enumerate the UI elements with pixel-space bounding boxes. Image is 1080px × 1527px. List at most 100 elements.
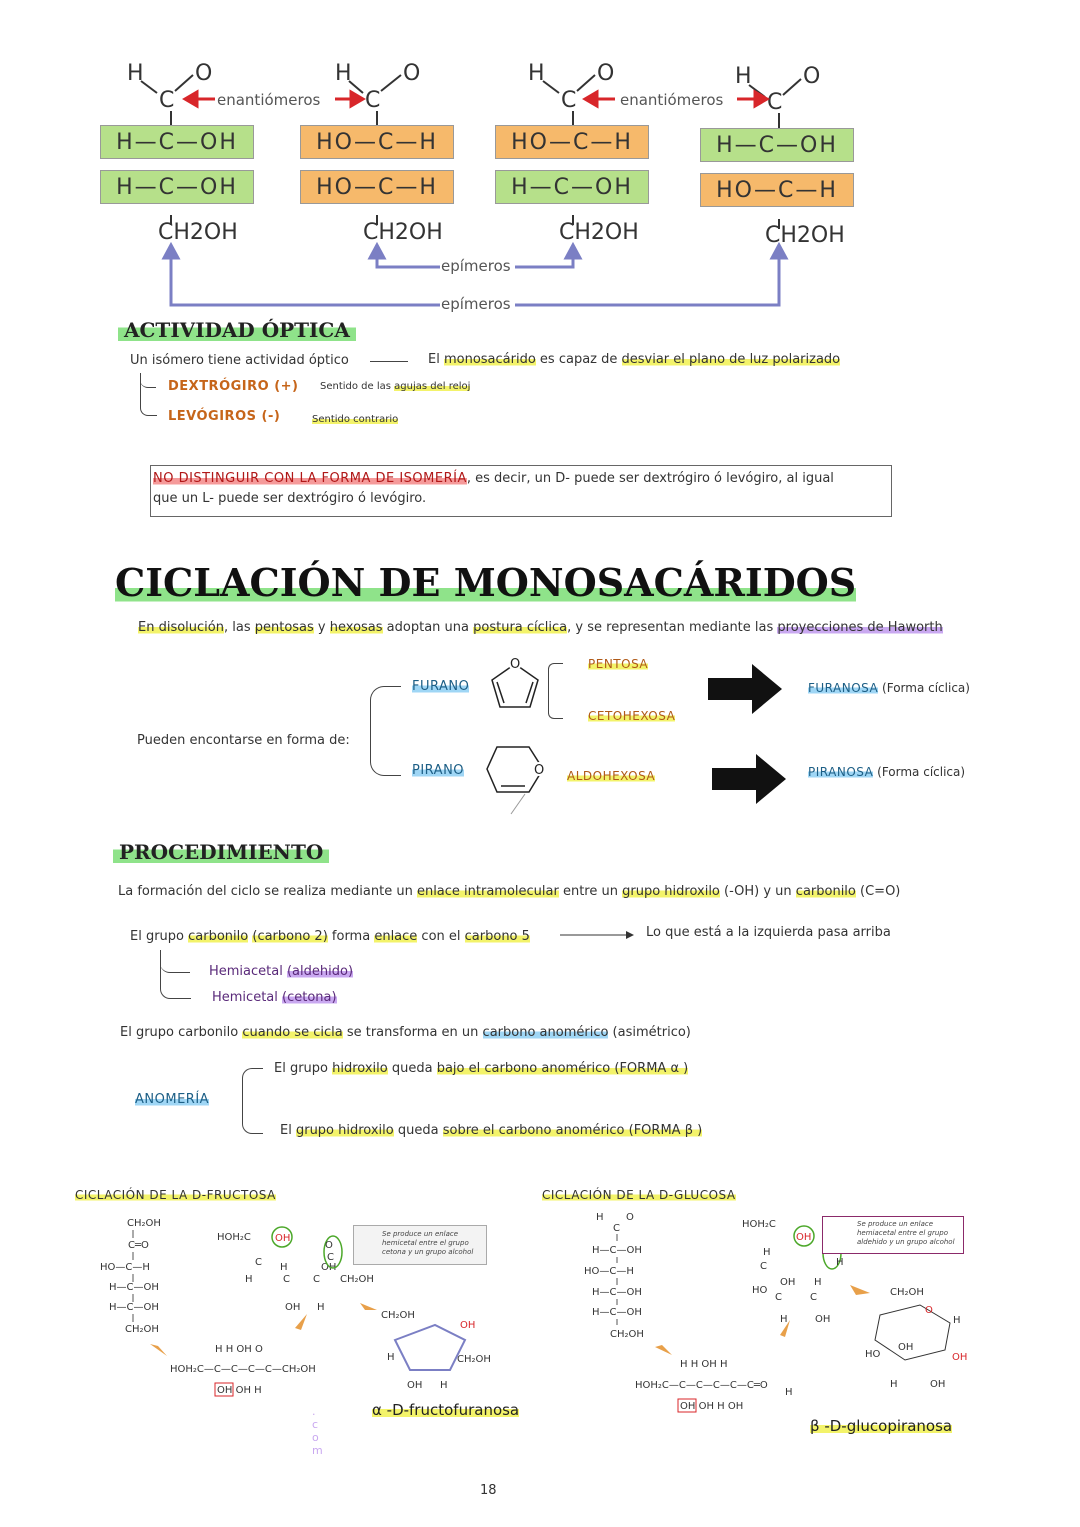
piranosa-result: PIRANOSA (Forma cíclica) [808,765,965,779]
highlight: postura cíclica [473,620,568,635]
svg-text:O: O [803,64,820,89]
svg-text:H: H [440,1380,448,1391]
bracket-line [242,1068,263,1134]
text-fragment: es capaz de [535,352,622,367]
svg-text:O: O [325,1240,333,1251]
svg-text:O: O [403,61,420,86]
section-heading-procedimiento: PROCEDIMIENTO [113,840,330,864]
svg-text:H: H [528,61,545,86]
svg-text:H—C—OH: H—C—OH [592,1307,642,1318]
arrow-right-icon [708,664,782,714]
highlight: proyecciones de Haworth [777,620,943,635]
svg-text:H: H [735,64,752,89]
text-fragment: con el [417,929,465,944]
highlight: PIRANOSA [808,765,874,779]
bracket-line [548,663,563,719]
text-fragment: El grupo carbonilo [120,1025,243,1040]
svg-text:CH₂OH: CH₂OH [127,1218,161,1229]
svg-text:OH: OH [815,1314,830,1325]
svg-text:OH: OH [930,1379,945,1390]
svg-text:C: C [283,1274,290,1285]
highlight: agujas del reloj [394,381,471,392]
svg-text:H: H [317,1302,325,1313]
highlight: pentosas [254,620,314,635]
svg-text:CH₂OH: CH₂OH [890,1287,924,1298]
svg-text:CH₂OH: CH₂OH [457,1354,491,1365]
highlight: grupo hidroxilo [295,1123,394,1138]
furano-label: FURANO [412,679,470,694]
text-fragment: , y se representan mediante las [567,620,778,635]
text-fragment: y [313,620,330,635]
text-fragment: La formación del ciclo se realiza median… [118,884,417,899]
text-fragment: El [280,1123,296,1138]
svg-text:C: C [767,90,782,115]
izquierda-note: Lo que está a la izquierda pasa arriba [646,925,891,940]
highlight: En disolución [138,620,224,635]
svg-text:C: C [561,88,576,113]
hemicetal-item: Hemicetal (cetona) [212,990,337,1005]
levogiro-note: Sentido contrario [312,414,399,425]
text-fragment: Sentido de las [320,381,395,392]
highlight: enlace [374,929,418,944]
bracket-line [140,373,156,388]
highlight: desviar el plano de luz polarizado [621,352,841,367]
highlight: FURANOSA [808,681,879,695]
aldohexosa-label: ALDOHEXOSA [567,769,656,783]
ring-oxygen: O [534,763,544,778]
svg-text:C: C [810,1292,817,1303]
svg-text:OH OH H: OH OH H [217,1385,262,1396]
highlight: (cetona) [282,990,337,1005]
svg-text:H: H [785,1387,793,1398]
anomeria-label: ANOMERÍA [135,1092,210,1107]
text-fragment: (C=O) [855,884,901,899]
highlight: enlace intramolecular [416,884,559,899]
svg-text:HO—C—H: HO—C—H [584,1266,634,1277]
optical-intro-right: El monosacárido es capaz de desviar el p… [428,352,841,367]
highlight: carbonilo [795,884,856,899]
highlight: cuando se cicla [242,1025,343,1040]
svg-text:H—C—OH: H—C—OH [592,1287,642,1298]
highlight: (FORMA β ) [624,1123,703,1138]
text-fragment: que un L- puede ser dextrógiro ó levógir… [153,491,427,506]
highlight: monosacárido [443,352,536,367]
svg-text:HOH₂C: HOH₂C [742,1219,776,1230]
svg-text:OH: OH [407,1380,422,1391]
svg-text:OH: OH [285,1302,300,1313]
svg-text:OH: OH [321,1262,336,1273]
hemiacetal-item: Hemiacetal (aldehido) [209,964,354,979]
ring-oxygen: O [510,657,520,672]
svg-text:C: C [255,1257,262,1268]
fructosa-result-label: α -D-fructofuranosa [372,1401,520,1419]
highlight: carbono 5 [464,929,530,944]
callout-text: Se produce un enlace hemicetal entre el … [382,1230,474,1256]
bracket-line [370,686,401,776]
svg-text:O: O [597,61,614,86]
text-fragment: adoptan una [382,620,474,635]
svg-text:H: H [127,61,144,86]
svg-text:H: H [280,1262,288,1273]
svg-text:H: H [596,1212,604,1223]
dextrogiro-label: DEXTRÓGIRO (+) [168,379,299,394]
svg-text:H: H [953,1315,961,1326]
watermark: . c o m [312,1405,323,1457]
text-fragment: , es decir, un D- puede ser dextrógiro ó… [466,471,834,486]
ciclacion-intro: En disolución, las pentosas y hexosas ad… [138,620,943,635]
pentosa-label: PENTOSA [588,657,649,671]
isomeria-note-box: NO DISTINGUIR CON LA FORMA DE ISOMERÍA, … [150,465,892,517]
arrow-right-icon [712,754,786,804]
svg-text:H: H [387,1352,395,1363]
arrow-icon [560,931,634,939]
svg-text:HOH₂C: HOH₂C [217,1232,251,1243]
cetohexosa-label: CETOHEXOSA [588,709,676,723]
svg-text:OH: OH [275,1233,290,1244]
pirano-label: PIRANO [412,763,465,778]
text-fragment: se transforma en un [342,1025,483,1040]
svg-text:HOH₂C—C—C—C—C—CH₂OH: HOH₂C—C—C—C—C—CH₂OH [170,1364,316,1375]
highlight: NO DISTINGUIR CON LA FORMA DE ISOMERÍA [153,471,467,486]
fischer-row: H—C—OH [700,128,854,162]
beta-form-line: El grupo hidroxilo queda sobre el carbon… [280,1123,703,1138]
text-fragment: forma [327,929,375,944]
highlight: hidroxilo [332,1061,388,1076]
svg-text:HO—C—H: HO—C—H [100,1262,150,1273]
